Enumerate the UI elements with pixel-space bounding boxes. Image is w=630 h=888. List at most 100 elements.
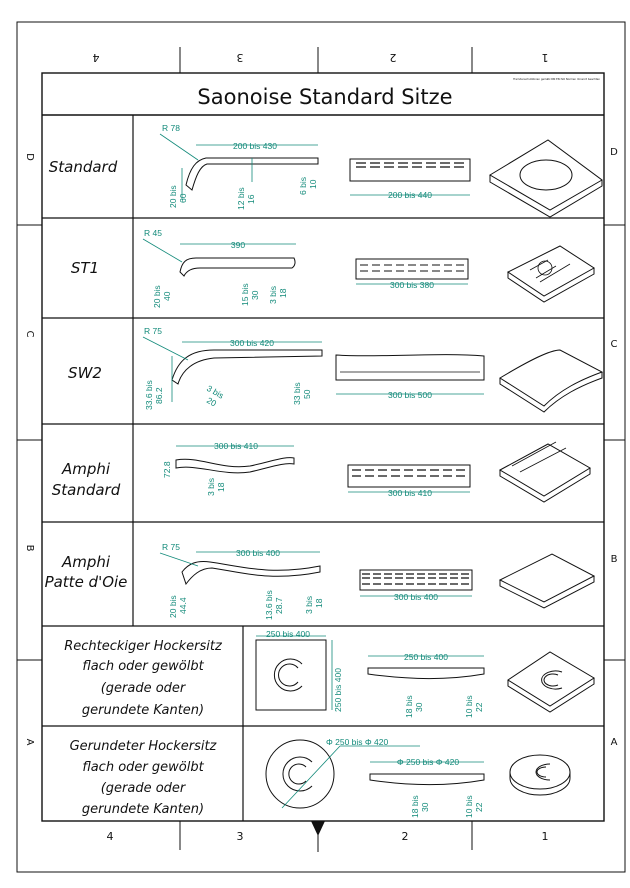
row-label-amphi-standard-2: Standard xyxy=(52,481,121,499)
sw2-top-view xyxy=(335,354,485,381)
rect-hocker-side-view xyxy=(367,667,485,679)
zone-top-1: 1 xyxy=(542,51,549,64)
zone-bottom-3: 3 xyxy=(237,830,244,843)
dim-amphi-standard-top: 300 bis 410 xyxy=(388,488,432,498)
row-grid xyxy=(42,115,604,821)
dim-sw2-h3a: 33 bis xyxy=(292,382,302,405)
dim-standard-h3a: 6 bis xyxy=(298,177,308,195)
dim-rect-h1b: 30 xyxy=(414,702,424,712)
dim-amphi-standard-h2a: 3 bis xyxy=(206,478,216,496)
row-label-rect-3: (gerade oder xyxy=(101,681,187,696)
row-round-hocker-drawings: Φ 250 bis Φ 420 Φ 250 bis Φ 420 18 bis 3… xyxy=(265,737,571,818)
amphi-standard-iso-view xyxy=(498,443,591,497)
page-title: Saonoise Standard Sitze xyxy=(197,85,452,109)
dim-amphi-patte-top: 300 bis 400 xyxy=(394,592,438,602)
dim-sw2-h1b: 86.2 xyxy=(154,387,164,404)
zone-right-D: D xyxy=(610,147,618,158)
row-standard-drawings: 200 bis 430 R 78 20 bis 60 12 bis 16 6 b… xyxy=(159,123,603,218)
row-st1-drawings: 390 R 45 20 bis 40 15 bis 30 3 bis 18 30… xyxy=(142,228,595,308)
standard-top-view xyxy=(349,158,471,182)
dim-amphi-patte-h1b: 44.4 xyxy=(178,597,188,614)
dim-amphi-patte-length: 300 bis 400 xyxy=(236,548,280,558)
row-sw2-drawings: 300 bis 420 R 75 33.6 bis 86.2 3 bis 20 … xyxy=(142,326,604,413)
dim-sw2-h3b: 50 xyxy=(302,389,312,399)
row-label-round-2: flach oder gewölbt xyxy=(82,760,204,775)
dim-st1-h1b: 40 xyxy=(162,291,172,301)
dim-sw2-h2b: 20 xyxy=(205,395,218,409)
row-rect-hocker-drawings: 250 bis 400 250 bis 400 250 bis 400 18 b… xyxy=(255,629,595,718)
zone-left-D: D xyxy=(24,153,35,161)
dim-standard-length: 200 bis 430 xyxy=(233,141,277,151)
row-label-round-4: gerundete Kanten) xyxy=(82,802,204,817)
dim-standard-h3b: 10 xyxy=(308,179,318,189)
row-label-rect-1: Rechteckiger Hockersitz xyxy=(64,639,223,654)
zone-bottom-1: 1 xyxy=(542,830,549,843)
row-label-rect-4: gerundete Kanten) xyxy=(82,703,204,718)
dim-sw2-h1a: 33.6 bis xyxy=(144,380,154,410)
amphi-patte-side-profile xyxy=(181,561,321,586)
dim-amphi-standard-length: 300 bis 410 xyxy=(214,441,258,451)
row-label-rect-2: flach oder gewölbt xyxy=(82,659,204,674)
row-label-standard: Standard xyxy=(49,158,118,176)
dim-round-length: Φ 250 bis Φ 420 xyxy=(397,757,460,767)
zone-bottom-2: 2 xyxy=(402,830,409,843)
dim-standard-h2a: 12 bis xyxy=(236,187,246,210)
zone-top-4: 4 xyxy=(93,51,100,64)
dim-st1-top: 300 bis 380 xyxy=(390,280,434,290)
zone-labels-right: D C B A xyxy=(610,147,618,748)
dim-amphi-patte-h1a: 20 bis xyxy=(168,595,178,618)
zone-left-A: A xyxy=(24,739,35,746)
dim-rect-h2a: 10 bis xyxy=(464,695,474,718)
dim-standard-radius: R 78 xyxy=(162,123,180,133)
dim-round-h1b: 30 xyxy=(420,802,430,812)
zone-bottom-4: 4 xyxy=(107,830,114,843)
dim-round-dia: Φ 250 bis Φ 420 xyxy=(326,737,389,747)
dim-sw2-radius: R 75 xyxy=(144,326,162,336)
outer-border xyxy=(16,21,626,873)
dim-amphi-standard-h1: 72.8 xyxy=(162,461,172,478)
dim-standard-h1a: 20 bis xyxy=(168,185,178,208)
dim-amphi-patte-radius: R 75 xyxy=(162,542,180,552)
amphi-patte-top-view xyxy=(359,569,473,591)
dim-st1-h3a: 3 bis xyxy=(268,286,278,304)
dim-st1-radius: R 45 xyxy=(144,228,162,238)
dim-rect-h1a: 18 bis xyxy=(404,695,414,718)
zone-top-3: 3 xyxy=(237,51,244,64)
row-label-sw2: SW2 xyxy=(68,364,102,382)
zone-left-B: B xyxy=(24,545,35,552)
row-label-amphi-patte-1: Amphi xyxy=(61,553,111,571)
row-label-round-1: Gerundeter Hockersitz xyxy=(70,739,218,754)
title-block-note: Fremdenschutzlinien gemäß DIN EN ISO Nor… xyxy=(513,77,600,81)
row-amphi-patte-drawings: 300 bis 400 R 75 20 bis 44.4 13.6 bis 28… xyxy=(159,542,596,620)
st1-top-view xyxy=(355,258,469,280)
zone-right-C: C xyxy=(611,339,618,350)
dim-sw2-top: 300 bis 500 xyxy=(388,390,432,400)
round-hocker-iso-view xyxy=(509,754,571,790)
dim-st1-h1a: 20 bis xyxy=(152,285,162,308)
dim-amphi-patte-h3b: 18 xyxy=(314,598,324,608)
row-label-amphi-standard-1: Amphi xyxy=(61,460,111,478)
dim-amphi-patte-h2a: 13.6 bis xyxy=(264,590,274,620)
zone-right-B: B xyxy=(611,554,618,565)
dim-amphi-patte-h3a: 3 bis xyxy=(304,596,314,614)
zone-top-2: 2 xyxy=(390,51,397,64)
dim-amphi-patte-h2b: 28.7 xyxy=(274,597,284,614)
row-label-st1: ST1 xyxy=(71,259,99,277)
zone-right-A: A xyxy=(611,737,618,748)
dim-st1-length: 390 xyxy=(231,240,245,250)
row-label-amphi-patte-2: Patte d'Oie xyxy=(45,573,128,591)
dim-rect-length: 250 bis 400 xyxy=(404,652,448,662)
standard-iso-view xyxy=(489,139,603,211)
amphi-standard-top-view xyxy=(347,464,471,488)
dim-rect-h2b: 22 xyxy=(474,702,484,712)
sw2-side-profile xyxy=(171,349,323,385)
dim-st1-h2b: 30 xyxy=(250,290,260,300)
dim-round-h2b: 22 xyxy=(474,802,484,812)
dim-round-h1a: 18 bis xyxy=(410,795,420,818)
zone-labels-left: D C B A xyxy=(24,153,35,745)
dim-st1-h2a: 15 bis xyxy=(240,283,250,306)
rect-hocker-iso-view xyxy=(507,651,595,707)
zone-labels-bottom: 4 3 2 1 xyxy=(107,830,549,843)
dim-round-h2a: 10 bis xyxy=(464,795,474,818)
